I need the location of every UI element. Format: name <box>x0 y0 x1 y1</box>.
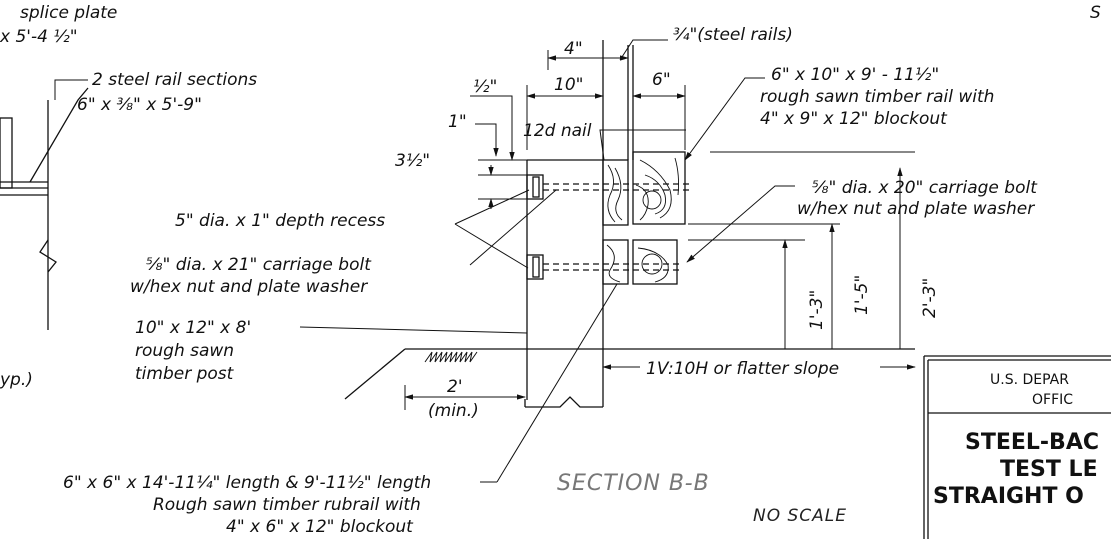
post-dim: 10" x 12" x 8' <box>135 318 251 338</box>
typ-label: yp.) <box>0 370 33 390</box>
dim-6: 6" <box>652 70 671 90</box>
splice-plate-label: splice plate <box>20 3 117 23</box>
left-partial-detail <box>0 79 89 330</box>
annotations: splice plate x 5'-4 ½" 2 steel rail sect… <box>0 3 1101 537</box>
title-block: U.S. DEPAR OFFIC STEEL-BAC TEST LE STRAI… <box>923 355 1111 539</box>
dim-10: 10" <box>554 75 583 95</box>
timber-rail-blockout: 4" x 9" x 12" blockout <box>760 109 948 129</box>
lower-rubrail <box>632 239 678 285</box>
upper-timber-rail <box>632 151 686 225</box>
carriage-bolt-21-washer: w/hex nut and plate washer <box>130 277 368 297</box>
carriage-bolt-20-washer: w/hex nut and plate washer <box>797 199 1035 219</box>
post-desc-2: timber post <box>135 364 235 384</box>
dim-2-3: 2'-3" <box>920 278 940 318</box>
title-block-agency-1: U.S. DEPAR <box>990 372 1069 388</box>
dim-1: 1" <box>448 112 467 132</box>
timber-rail-dim: 6" x 10" x 9' - 11½" <box>771 65 939 85</box>
lower-blockout <box>602 239 629 285</box>
steel-rails-label: ¾"(steel rails) <box>673 25 793 45</box>
rubrail-desc: Rough sawn timber rubrail with <box>153 495 421 515</box>
post-desc-1: rough sawn <box>135 341 234 361</box>
dim-4: 4" <box>564 39 583 59</box>
bolt-recesses <box>526 174 544 280</box>
dim-2: 2' <box>447 377 463 397</box>
bolts <box>532 176 690 278</box>
dim-3half: 3½" <box>395 151 430 171</box>
upper-blockout <box>602 159 629 226</box>
timber-rail-desc: rough sawn timber rail with <box>760 87 994 107</box>
slope-label: 1V:10H or flatter slope <box>646 359 839 379</box>
no-scale-label: NO SCALE <box>753 506 847 526</box>
title-block-title-3: STRAIGHT O <box>933 484 1084 509</box>
rubrail-dim: 6" x 6" x 14'-11¼" length & 9'-11½" leng… <box>63 473 431 493</box>
leader-lines <box>299 39 795 483</box>
dim-1-5: 1'-5" <box>852 275 872 315</box>
rubrail-blockout: 4" x 6" x 12" blockout <box>226 517 414 537</box>
corner-letter: S <box>1090 3 1101 23</box>
dim-half: ½" <box>473 77 497 97</box>
recess-label: 5" dia. x 1" depth recess <box>175 211 385 231</box>
dim-min: (min.) <box>428 401 479 421</box>
carriage-bolt-20-label: ⅝" dia. x 20" carriage bolt <box>812 178 1038 198</box>
carriage-bolt-21-label: ⅝" dia. x 21" carriage bolt <box>146 255 372 275</box>
steel-rail-sections-dim: 6" x ⅜" x 5'-9" <box>77 95 202 115</box>
steel-rail-sections-label: 2 steel rail sections <box>92 70 257 90</box>
title-block-agency-2: OFFIC <box>1032 392 1073 408</box>
title-block-title-2: TEST LE <box>1000 457 1098 482</box>
title-block-title-1: STEEL-BAC <box>965 430 1099 455</box>
section-title: SECTION B-B <box>557 471 710 496</box>
ground-line <box>344 348 915 408</box>
dim-1-3: 1'-3" <box>807 290 827 330</box>
splice-plate-dim: x 5'-4 ½" <box>0 27 78 47</box>
nail-label: 12d nail <box>523 121 592 141</box>
